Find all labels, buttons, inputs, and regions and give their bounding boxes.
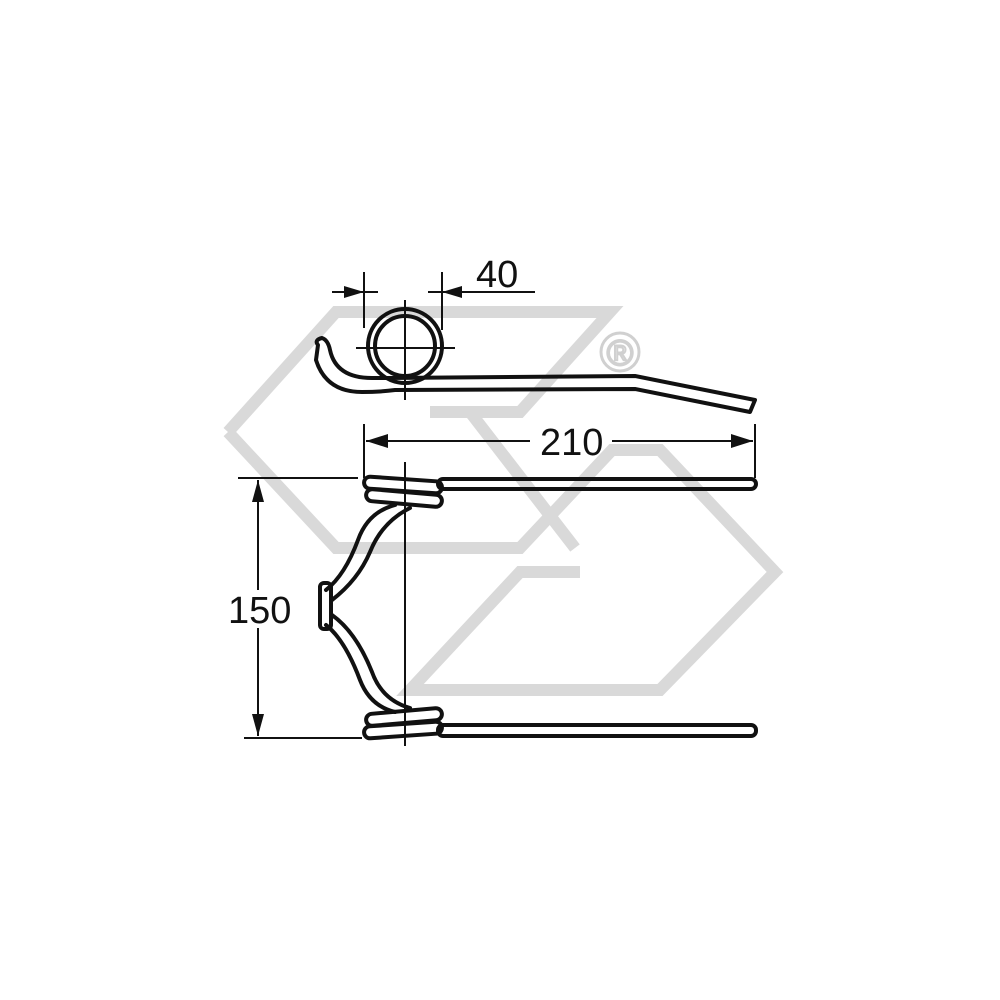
tine-side-profile — [314, 336, 757, 414]
dimension-label-210: 210 — [540, 422, 603, 464]
connector-upper-outer — [324, 503, 397, 592]
dimension-label-150: 150 — [228, 590, 291, 632]
top-view — [318, 462, 758, 746]
dimension-150: 150 — [228, 477, 362, 739]
coil-upper — [362, 474, 444, 509]
connector-upper-inner — [330, 506, 412, 602]
connector-lower-inner — [330, 613, 412, 710]
dimension-40: 40 — [332, 254, 535, 330]
registered-circle — [599, 331, 641, 373]
dimension-210: 210 — [363, 422, 756, 478]
tine-lower — [436, 723, 758, 738]
mounting-plate — [318, 581, 333, 631]
dimension-label-40: 40 — [476, 254, 518, 296]
side-view — [314, 300, 757, 414]
tine-upper — [436, 477, 758, 491]
watermark-logo: ® — [223, 306, 784, 696]
coil-lower — [362, 706, 444, 741]
connector-lower-outer — [324, 623, 397, 714]
